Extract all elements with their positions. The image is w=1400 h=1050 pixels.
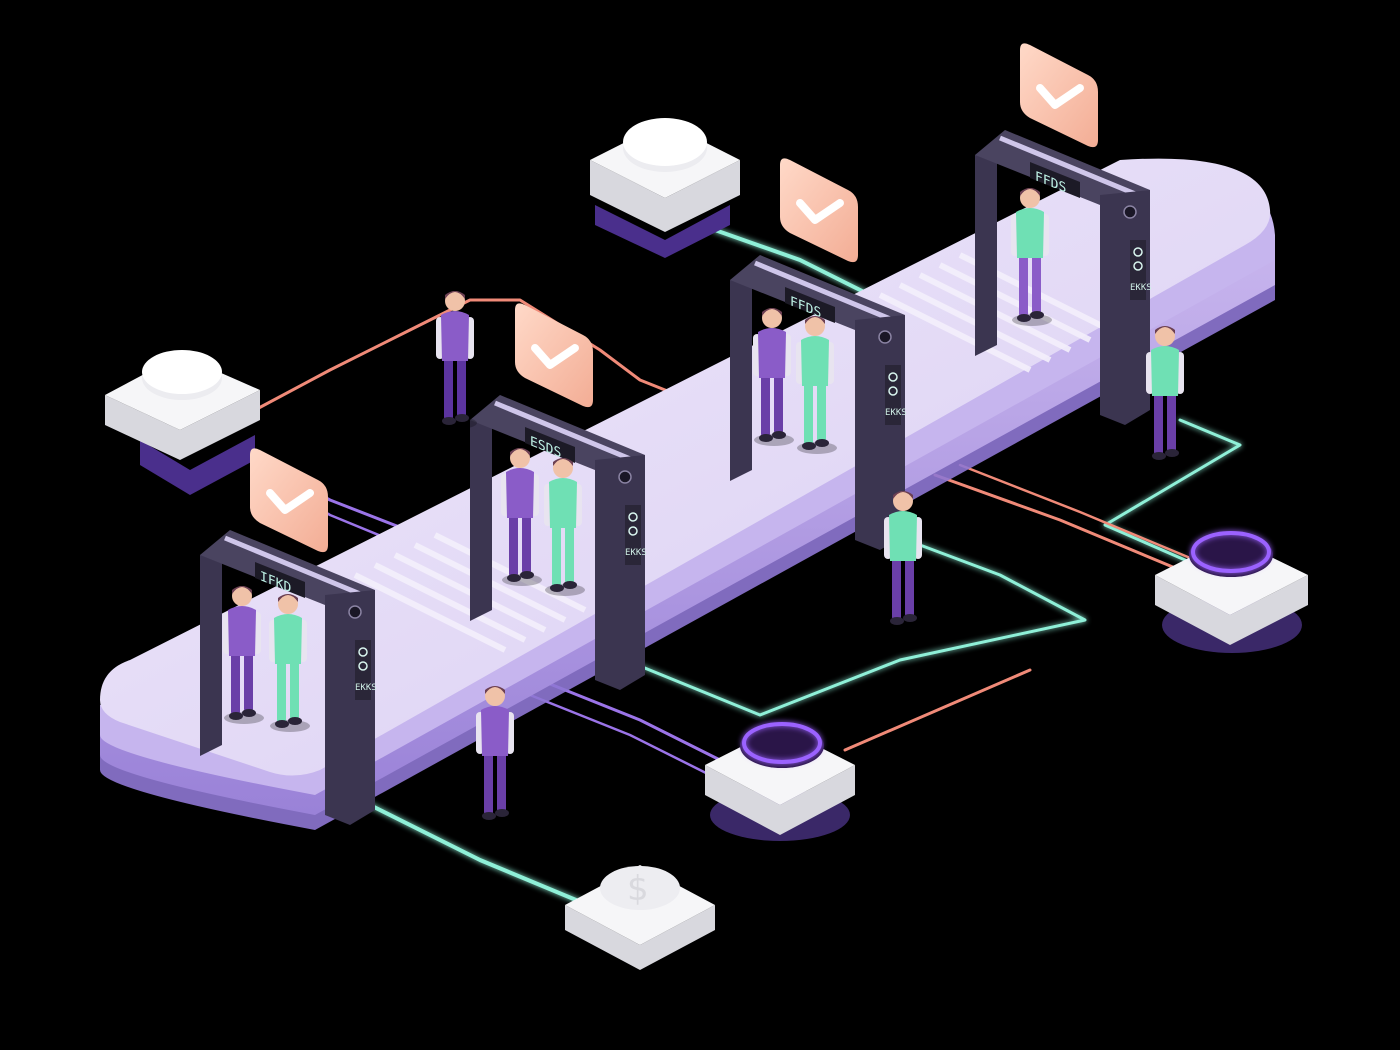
wire-violet [528,693,712,777]
status-icon [628,526,638,536]
person-1 [223,586,264,724]
gate-side-label: EKKS [1130,283,1152,293]
wire-mint [1103,418,1242,562]
status-icon [628,512,638,522]
node-blank-1[interactable] [105,350,260,495]
wire-coral [933,473,1182,572]
wire-coral [253,298,692,412]
people [223,188,1187,824]
node-ring-1[interactable] [1155,531,1308,653]
check-icon [1036,84,1084,109]
person-5 [753,308,794,446]
person-7 [1011,188,1052,326]
person-8 [436,291,477,429]
coin-icon: $ [627,869,649,909]
status-icon [358,661,368,671]
person-3 [501,448,542,586]
status-icon [1133,247,1143,257]
person-2 [269,594,310,732]
check-card-4 [1020,43,1098,148]
wire-mint [713,228,882,302]
status-icon [1133,261,1143,271]
status-icon [888,386,898,396]
node-ring-2[interactable] [705,722,855,841]
check-icon [796,199,844,224]
gate-side-label: EKKS [885,408,907,418]
wire-coral [843,668,1032,752]
check-cards [250,43,1098,553]
check-icon [266,489,314,514]
check-card-1 [250,448,328,553]
gate-side-label: EKKS [355,683,377,693]
check-icon [531,344,579,369]
status-icon [358,647,368,657]
person-11 [476,686,517,824]
person-10 [884,491,925,629]
gate-side-label: EKKS [625,548,647,558]
status-icon [888,372,898,382]
wires [253,228,1242,912]
wire-violet [538,678,722,762]
node-blank-2[interactable] [590,118,740,258]
person-9 [1146,326,1187,464]
wire-mint [623,543,1087,717]
person-4 [544,458,585,596]
check-card-3 [780,158,858,263]
check-card-2 [515,303,593,408]
wire-mint [358,798,602,912]
person-6 [796,316,837,454]
node-coin[interactable]: $ [565,865,715,970]
wire-coral [958,463,1197,562]
